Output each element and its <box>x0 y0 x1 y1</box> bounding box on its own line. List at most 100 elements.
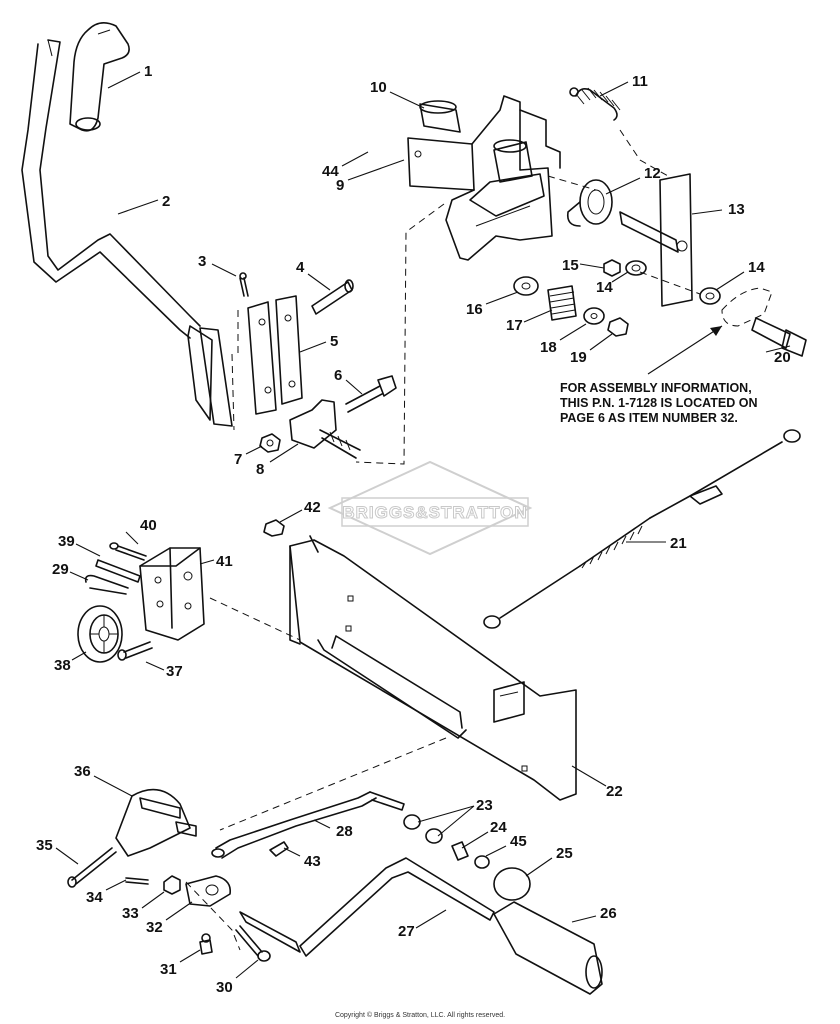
part-28-link-rod <box>211 791 405 859</box>
svg-text:24: 24 <box>490 819 507 836</box>
part-2-lever <box>21 39 233 427</box>
callout-34: 34 <box>86 879 127 906</box>
svg-text:22: 22 <box>606 783 623 800</box>
part-45-washer <box>474 855 490 869</box>
part-7-nut <box>259 433 281 453</box>
part-22-frame <box>289 535 577 801</box>
part-39-pin <box>95 559 141 583</box>
part-16-washer <box>513 276 539 296</box>
part-6-bolt <box>345 375 397 413</box>
svg-text:42: 42 <box>304 499 321 516</box>
callout-3: 3 <box>198 253 237 277</box>
callout-37: 37 <box>145 661 183 680</box>
part-11-spring <box>569 87 621 121</box>
callout-24: 24 <box>461 819 507 849</box>
callout-26: 26 <box>571 905 617 923</box>
part-10-bushing <box>419 100 533 183</box>
callout-35: 35 <box>36 837 79 865</box>
svg-text:17: 17 <box>506 317 523 334</box>
part-30-bolt <box>235 925 271 962</box>
svg-text:19: 19 <box>570 349 587 366</box>
callout-6: 6 <box>334 367 363 395</box>
part-1-grip <box>69 22 130 132</box>
part-20-bolt <box>721 287 807 357</box>
svg-text:2: 2 <box>162 193 170 210</box>
part-17-spring <box>547 285 577 321</box>
svg-text:8: 8 <box>256 461 264 478</box>
svg-text:36: 36 <box>74 763 91 780</box>
callout-41: 41 <box>199 553 233 570</box>
callout-2: 2 <box>117 193 170 215</box>
svg-text:6: 6 <box>334 367 342 384</box>
part-18-washer <box>583 307 605 325</box>
svg-text:34: 34 <box>86 889 103 906</box>
svg-text:43: 43 <box>304 853 321 870</box>
callout-17: 17 <box>506 309 553 334</box>
svg-text:29: 29 <box>52 561 69 578</box>
callout-11: 11 <box>599 73 648 97</box>
part-32-pivot-block <box>185 875 232 907</box>
assembly-note: FOR ASSEMBLY INFORMATION, THIS P.N. 1-71… <box>560 325 758 425</box>
callout-13: 13 <box>691 201 745 218</box>
svg-text:14: 14 <box>748 259 765 276</box>
svg-text:5: 5 <box>330 333 338 350</box>
svg-text:25: 25 <box>556 845 573 862</box>
part-19-nut <box>607 317 629 337</box>
part-12-spacer <box>566 179 613 227</box>
svg-text:38: 38 <box>54 657 71 674</box>
part-9-upper-bracket <box>407 95 561 261</box>
callout-36: 36 <box>74 763 133 797</box>
svg-text:9: 9 <box>336 177 344 194</box>
svg-text:3: 3 <box>198 253 206 270</box>
part-21-cable <box>483 429 801 629</box>
part-15-nut <box>603 259 621 277</box>
note-line-1: FOR ASSEMBLY INFORMATION, <box>560 381 752 395</box>
watermark-text: BRIGGS&STRATTON <box>342 503 527 522</box>
callout-10: 10 <box>370 79 425 109</box>
callout-42: 42 <box>279 499 321 523</box>
part-3-cotter-pin <box>239 272 249 297</box>
part-38-pulley <box>77 605 123 663</box>
part-43-pin <box>269 841 289 857</box>
part-24-spacer <box>451 841 469 861</box>
callout-12: 12 <box>605 165 661 195</box>
callout-23: 23 <box>417 797 493 837</box>
svg-text:23: 23 <box>476 797 493 814</box>
part-4-pin <box>311 279 354 315</box>
part-29-hairpin <box>84 574 129 595</box>
callout-39: 39 <box>58 533 101 557</box>
part-35-bolt <box>67 847 117 888</box>
svg-text:11: 11 <box>632 73 648 90</box>
callout-1: 1 <box>107 63 152 89</box>
callout-25: 25 <box>525 845 573 877</box>
part-36-lift-arm <box>115 788 197 857</box>
callout-15: 15 <box>562 257 605 274</box>
svg-text:27: 27 <box>398 923 415 940</box>
callout-7: 7 <box>234 445 263 468</box>
part-37-bolt <box>117 641 153 661</box>
svg-text:16: 16 <box>466 301 483 318</box>
part-14-washer <box>625 260 721 305</box>
part-25-knob <box>493 867 531 901</box>
callout-40: 40 <box>125 517 157 545</box>
callout-32: 32 <box>146 901 193 936</box>
part-23-washers <box>403 814 443 844</box>
part-40-cotter-pin <box>109 542 147 561</box>
svg-text:21: 21 <box>670 535 687 552</box>
svg-text:10: 10 <box>370 79 387 96</box>
callout-21: 21 <box>626 535 687 552</box>
part-13-plate <box>619 173 693 307</box>
svg-text:15: 15 <box>562 257 579 274</box>
svg-text:39: 39 <box>58 533 75 550</box>
part-31-grease-fitting <box>199 933 213 955</box>
svg-text:45: 45 <box>510 833 527 850</box>
svg-text:30: 30 <box>216 979 233 996</box>
part-34-cotter-pin <box>125 877 149 885</box>
note-line-2: THIS P.N. 1-7128 IS LOCATED ON <box>560 396 758 410</box>
callout-30: 30 <box>216 959 259 996</box>
callout-14a: 14 <box>596 271 629 296</box>
part-26-grip <box>493 901 603 995</box>
svg-text:40: 40 <box>140 517 157 534</box>
svg-text:13: 13 <box>728 201 745 218</box>
